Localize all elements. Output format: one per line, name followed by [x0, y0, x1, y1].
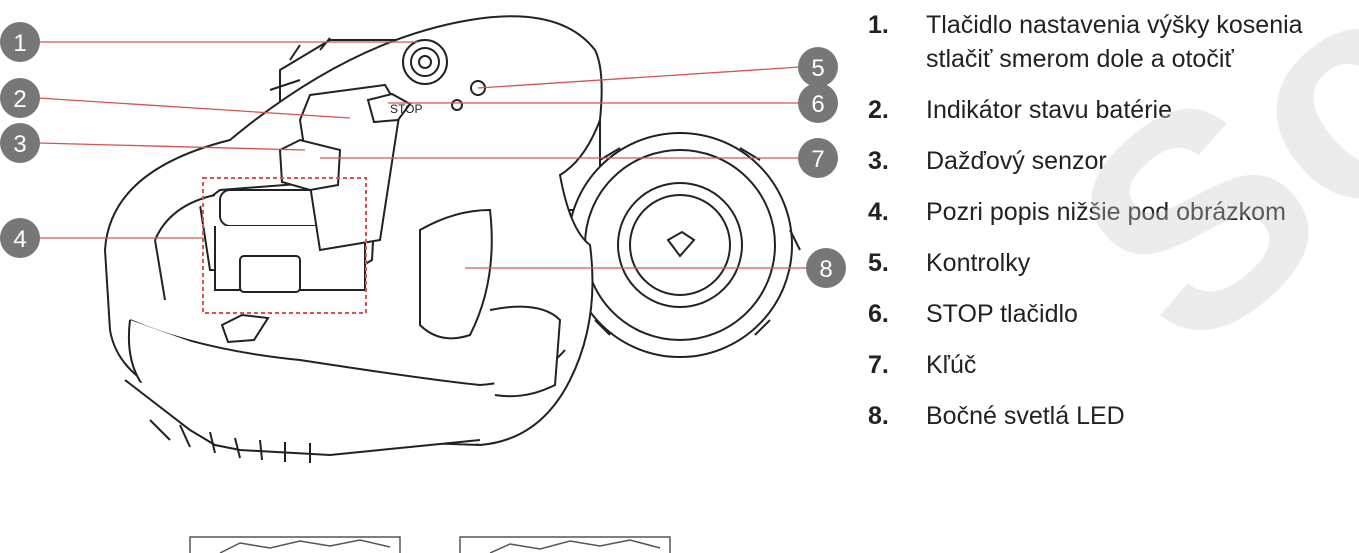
legend-item: 7.Kľúč	[868, 351, 977, 379]
svg-text:6: 6	[811, 91, 824, 118]
legend-item: 2.Indikátor stavu batérie	[868, 96, 1172, 124]
callout-5: 5	[798, 47, 838, 87]
leader-lines	[37, 41, 808, 269]
callout-1: 1	[0, 22, 40, 62]
legend-item: 6.STOP tlačidlo	[868, 300, 1078, 328]
svg-text:2: 2	[13, 86, 26, 113]
callout-7: 7	[798, 138, 838, 178]
legend-item: 4.Pozri popis nižšie pod obrázkom	[868, 198, 1286, 226]
legend-list: 1.Tlačidlo nastavenia výšky kosenia stla…	[868, 8, 1348, 450]
highlight-box	[202, 177, 367, 314]
svg-text:3: 3	[13, 131, 26, 158]
legend-item: 1.Tlačidlo nastavenia výšky kosenia stla…	[868, 11, 1303, 73]
svg-text:5: 5	[811, 55, 824, 82]
svg-text:8: 8	[819, 256, 832, 283]
svg-text:4: 4	[13, 226, 26, 253]
legend-item: 8.Bočné svetlá LED	[868, 402, 1125, 430]
callout-4: 4	[0, 218, 40, 258]
stop-label: STOP	[390, 102, 422, 116]
svg-text:7: 7	[811, 146, 824, 173]
mower-body	[103, 15, 603, 463]
callout-6: 6	[798, 83, 838, 123]
legend-item: 5.Kontrolky	[868, 249, 1031, 277]
callout-2: 2	[0, 78, 40, 118]
mower-diagram: STOP 1 2 3 4 5 6 7 8	[0, 15, 846, 553]
detail-thumbnails	[189, 536, 671, 553]
svg-text:1: 1	[13, 30, 26, 57]
callout-8: 8	[806, 248, 846, 288]
callout-3: 3	[0, 123, 40, 163]
front-wheel	[567, 132, 801, 358]
legend-item: 3.Dažďový senzor	[868, 147, 1107, 175]
